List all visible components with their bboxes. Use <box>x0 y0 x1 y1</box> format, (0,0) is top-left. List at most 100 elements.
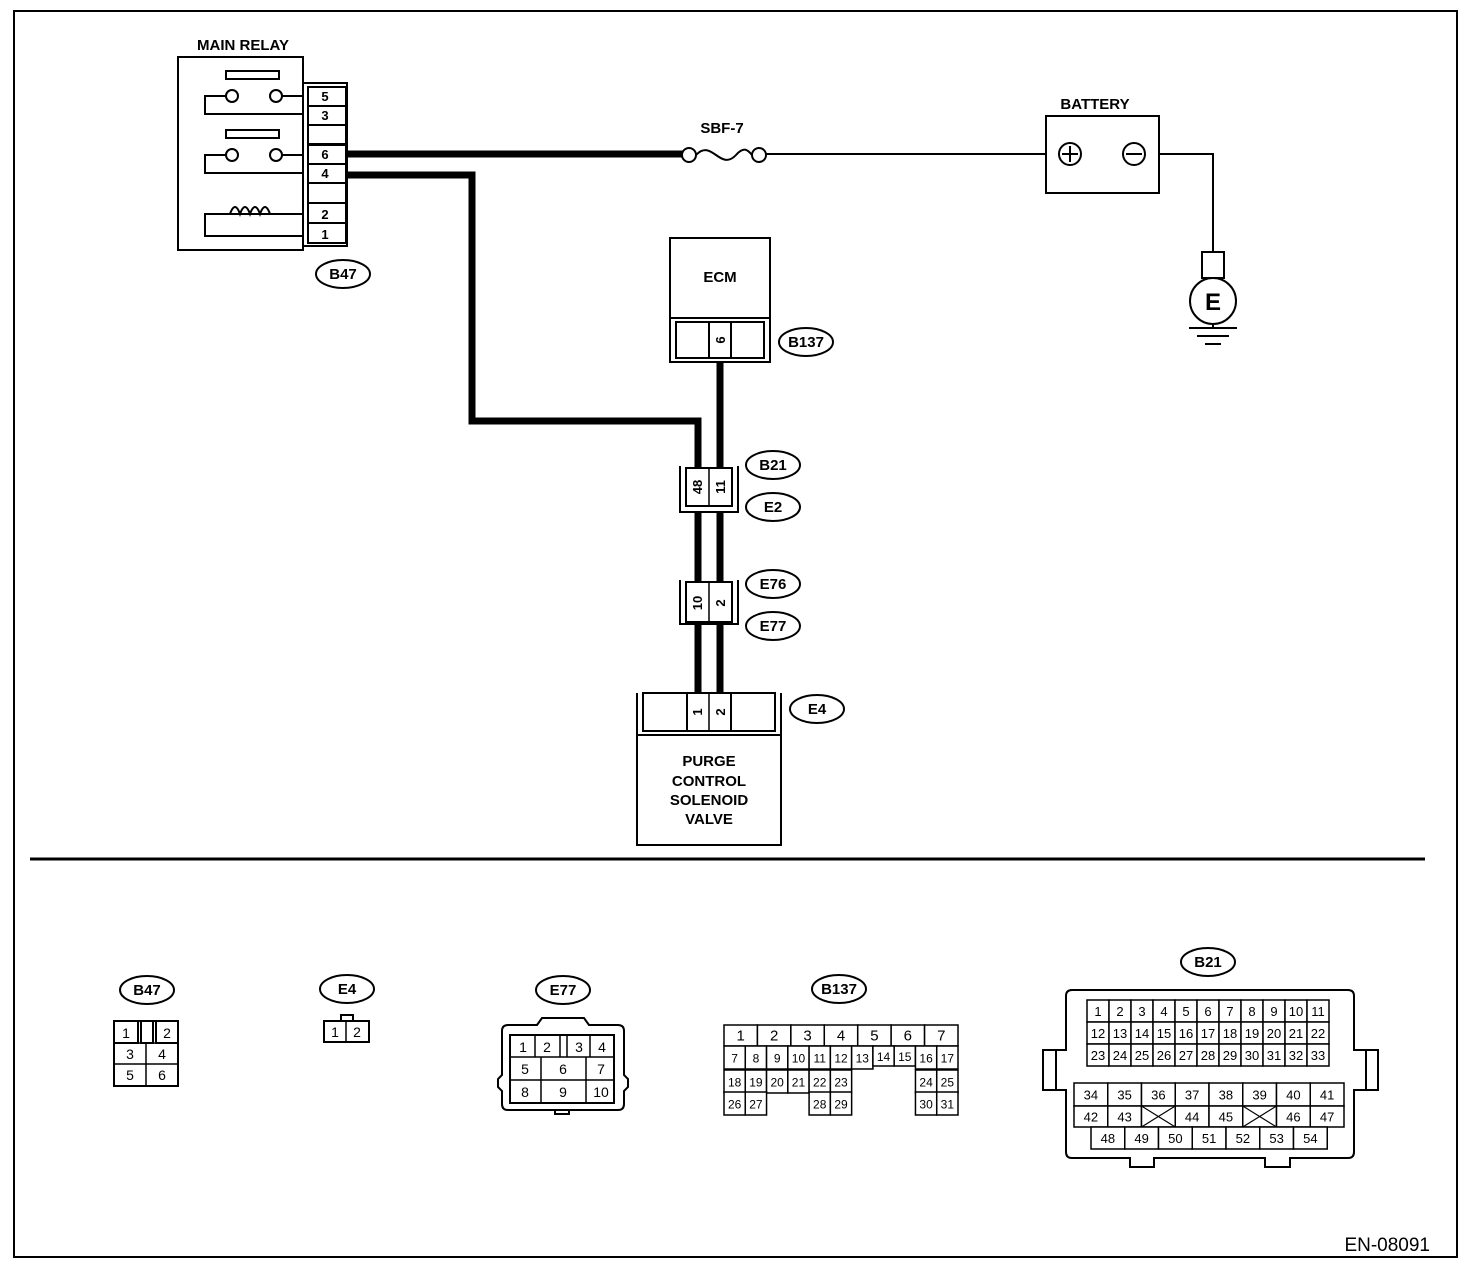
connector-pin: 19 <box>749 1076 763 1090</box>
connector-pin: 33 <box>1311 1048 1325 1063</box>
connector-pin: 14 <box>877 1050 891 1064</box>
junction-connector-tag: B21 <box>759 457 787 474</box>
connector-pin: 44 <box>1185 1110 1199 1125</box>
connector-pin: 3 <box>1138 1004 1145 1019</box>
valve-pin: 2 <box>713 708 728 715</box>
connector-pin: 1 <box>331 1024 339 1040</box>
connector-pin: 49 <box>1134 1131 1148 1146</box>
connector-pin: 4 <box>837 1028 845 1045</box>
connector-pin: 17 <box>1201 1026 1215 1041</box>
blank-pin-icon <box>1141 1105 1176 1128</box>
valve-title-line: CONTROL <box>672 773 746 790</box>
connector-pin: 17 <box>941 1052 955 1066</box>
connector-pin: 28 <box>813 1098 827 1112</box>
relay-contact <box>269 148 283 162</box>
connector-pin: 20 <box>771 1076 785 1090</box>
connector-pin: 2 <box>163 1025 171 1041</box>
pin-cell <box>1306 1043 1330 1067</box>
connector-pin: 27 <box>749 1098 763 1112</box>
main-relay: MAIN RELAY 5 3 6 4 2 1 B47 <box>177 37 371 289</box>
connector-pin: 26 <box>1157 1048 1171 1063</box>
connector-pin: 2 <box>543 1039 551 1055</box>
connector-pin: 28 <box>1201 1048 1215 1063</box>
connector-pin: 37 <box>1185 1088 1199 1103</box>
connector-pin: 52 <box>1236 1131 1250 1146</box>
connector-pin: 1 <box>122 1025 130 1041</box>
connector-pin: 22 <box>813 1076 827 1090</box>
fuse-sbf-7: SBF-7 <box>681 120 767 163</box>
connector-pin: 21 <box>792 1076 806 1090</box>
figure-code: EN-08091 <box>1344 1235 1430 1256</box>
connector-pin: 45 <box>1219 1110 1233 1125</box>
connector-pin: 54 <box>1303 1131 1317 1146</box>
connector-pin: 10 <box>792 1052 806 1066</box>
ecm-title: ECM <box>703 269 736 286</box>
relay-pin: 1 <box>321 227 328 242</box>
connector-pin: 35 <box>1117 1088 1131 1103</box>
connector-pin: 4 <box>598 1039 606 1055</box>
connector-view-name: B137 <box>821 981 857 998</box>
connector-pin: 18 <box>728 1076 742 1090</box>
connector-pin: 38 <box>1219 1088 1233 1103</box>
wires <box>347 150 1214 693</box>
connector-view-e77: E77 1 2 3 4 5 6 7 8 9 10 <box>497 975 629 1115</box>
connector-pin: 40 <box>1286 1088 1300 1103</box>
valve-pin: 1 <box>690 708 705 715</box>
relay-pin: 2 <box>321 207 328 222</box>
connector-pin: 15 <box>1157 1026 1171 1041</box>
connector-pin: 8 <box>753 1052 760 1066</box>
valve-title-line: VALVE <box>685 811 733 828</box>
connector-pin: 46 <box>1286 1110 1300 1125</box>
connector-pin: 48 <box>1101 1131 1115 1146</box>
connector-pin: 2 <box>353 1024 361 1040</box>
ecm: ECM 6 B137 <box>669 237 834 363</box>
connector-pin: 30 <box>1245 1048 1259 1063</box>
fuse-label: SBF-7 <box>700 120 743 137</box>
connector-pin: 15 <box>898 1050 912 1064</box>
connector-pin: 24 <box>919 1076 933 1090</box>
connector-pin: 47 <box>1320 1110 1334 1125</box>
connector-pin: 36 <box>1151 1088 1165 1103</box>
connector-pin: 2 <box>770 1028 778 1045</box>
connector-pin: 19 <box>1245 1026 1259 1041</box>
connector-pin: 8 <box>1248 1004 1255 1019</box>
wire-battery-to-ground <box>1145 153 1214 252</box>
valve-title-line: PURGE <box>682 753 735 770</box>
connector-pin: 10 <box>593 1084 609 1100</box>
connector-pin: 13 <box>856 1052 870 1066</box>
connector-pin: 21 <box>1289 1026 1303 1041</box>
connector-pin: 9 <box>559 1084 567 1100</box>
connector-pin: 6 <box>559 1061 567 1077</box>
pin-cell <box>1292 1126 1328 1150</box>
pin-cell <box>829 1091 853 1116</box>
connector-pin: 31 <box>1267 1048 1281 1063</box>
valve-title-line: SOLENOID <box>670 792 749 809</box>
ecm-pin: 6 <box>713 336 728 343</box>
connector-pin: 9 <box>1270 1004 1277 1019</box>
relay-coil-icon <box>204 206 303 237</box>
relay-pin: 6 <box>321 147 328 162</box>
connector-pin: 30 <box>919 1098 933 1112</box>
pin-cell <box>935 1045 959 1070</box>
relay-contact <box>225 89 239 103</box>
battery: BATTERY <box>1045 96 1160 194</box>
junction-connector-tag: E76 <box>760 576 787 593</box>
connector-pin: 3 <box>803 1028 811 1045</box>
connector-pin: 7 <box>1226 1004 1233 1019</box>
connector-view-name: E77 <box>550 982 577 999</box>
ecm-connector-tag: B137 <box>788 334 824 351</box>
connector-pin: 5 <box>126 1067 134 1083</box>
relay-pin: 3 <box>321 108 328 123</box>
relay-contact <box>225 148 239 162</box>
connector-pin: 32 <box>1289 1048 1303 1063</box>
connector-pin: 23 <box>834 1076 848 1090</box>
connector-pin: 4 <box>158 1046 166 1062</box>
connector-pin: 22 <box>1311 1026 1325 1041</box>
junction-connector-tag: E2 <box>764 499 782 516</box>
relay-pin: 5 <box>321 89 328 104</box>
relay-connector-tag: B47 <box>329 266 357 283</box>
connector-pin: 39 <box>1252 1088 1266 1103</box>
relay-contact <box>269 89 283 103</box>
